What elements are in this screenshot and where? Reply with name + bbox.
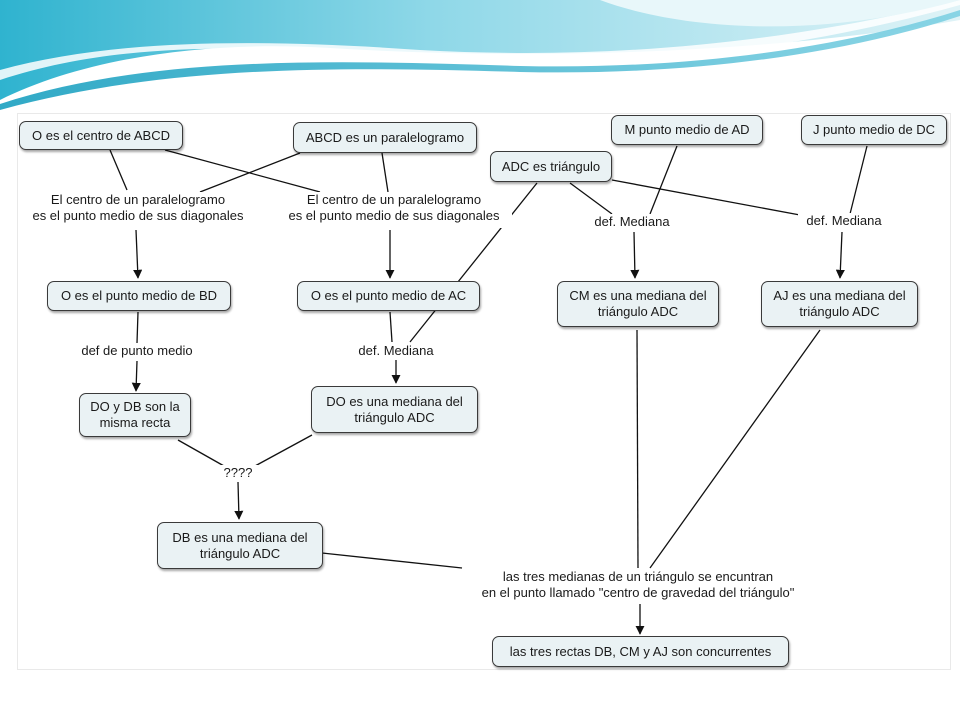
node-m-punto-medio-ad[interactable]: M punto medio de AD (611, 115, 763, 145)
node-o-medio-bd[interactable]: O es el punto medio de BD (47, 281, 231, 311)
node-adc-triangulo[interactable]: ADC es triángulo (490, 151, 612, 182)
link-centro-paralelogramo-2: El centro de un paralelogramo es el punt… (276, 192, 512, 228)
link-def-mediana-do: def. Mediana (350, 343, 442, 360)
link-def-mediana-j: def. Mediana (798, 213, 890, 230)
node-concurrentes[interactable]: las tres rectas DB, CM y AJ son concurre… (492, 636, 789, 667)
link-def-punto-medio: def de punto medio (72, 343, 202, 360)
node-cm-mediana[interactable]: CM es una mediana del triángulo ADC (557, 281, 719, 327)
header-wave-banner (0, 0, 960, 110)
link-interrogante: ???? (218, 465, 258, 482)
node-abcd-paralelogramo[interactable]: ABCD es un paralelogramo (293, 122, 477, 153)
node-j-punto-medio-dc[interactable]: J punto medio de DC (801, 115, 947, 145)
node-o-medio-ac[interactable]: O es el punto medio de AC (297, 281, 480, 311)
link-baricentro: las tres medianas de un triángulo se enc… (458, 569, 818, 603)
node-do-db-misma-recta[interactable]: DO y DB son la misma recta (79, 393, 191, 437)
node-o-centro-abcd[interactable]: O es el centro de ABCD (19, 121, 183, 150)
link-def-mediana-m: def. Mediana (586, 214, 678, 231)
node-db-mediana[interactable]: DB es una mediana del triángulo ADC (157, 522, 323, 569)
node-aj-mediana[interactable]: AJ es una mediana del triángulo ADC (761, 281, 918, 327)
link-centro-paralelogramo-1: El centro de un paralelogramo es el punt… (20, 192, 256, 228)
node-do-mediana[interactable]: DO es una mediana del triángulo ADC (311, 386, 478, 433)
